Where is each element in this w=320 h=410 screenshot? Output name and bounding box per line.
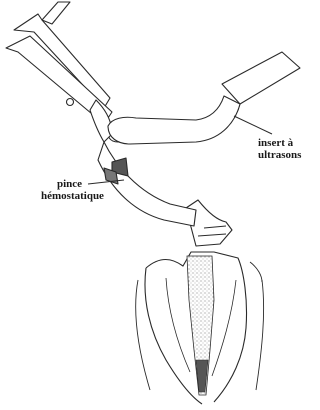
pince-label-line1: pince [41, 178, 104, 190]
insert-label-line2: ultrasons [258, 149, 301, 161]
pince-hemostatique-label: pince hémostatique [41, 178, 104, 202]
insert-leader-line [234, 116, 272, 134]
insert-label-line1: insert à [258, 137, 301, 149]
pince-label-line2: hémostatique [41, 190, 104, 202]
insert-ultrasons-label: insert à ultrasons [258, 137, 301, 161]
ultrasonic-insert-shaft [108, 96, 240, 144]
